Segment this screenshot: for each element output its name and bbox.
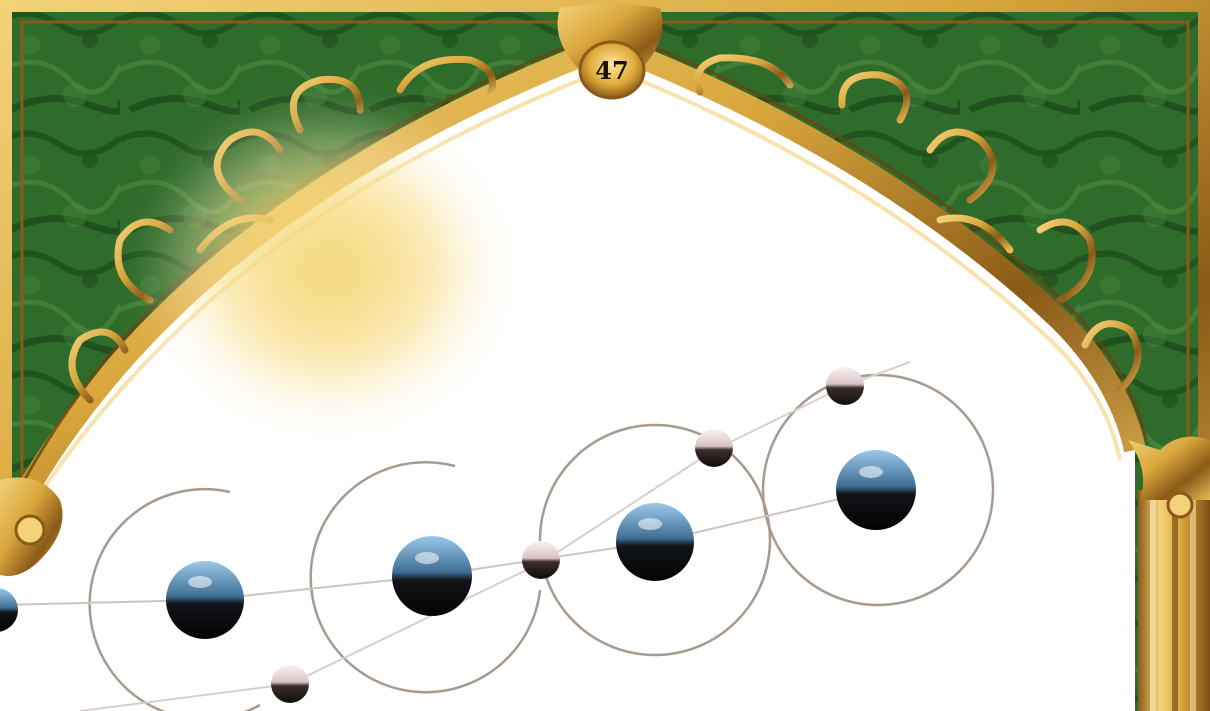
moon-1 [271, 665, 309, 703]
page-number: 47 [595, 56, 628, 85]
moon-3 [695, 429, 733, 467]
moon-2 [522, 541, 560, 579]
planet-5 [836, 450, 916, 530]
sun-glow [140, 100, 520, 440]
planet-3 [392, 536, 472, 616]
planet-4 [616, 503, 694, 581]
planet-2 [166, 561, 244, 639]
moon-4 [826, 367, 864, 405]
